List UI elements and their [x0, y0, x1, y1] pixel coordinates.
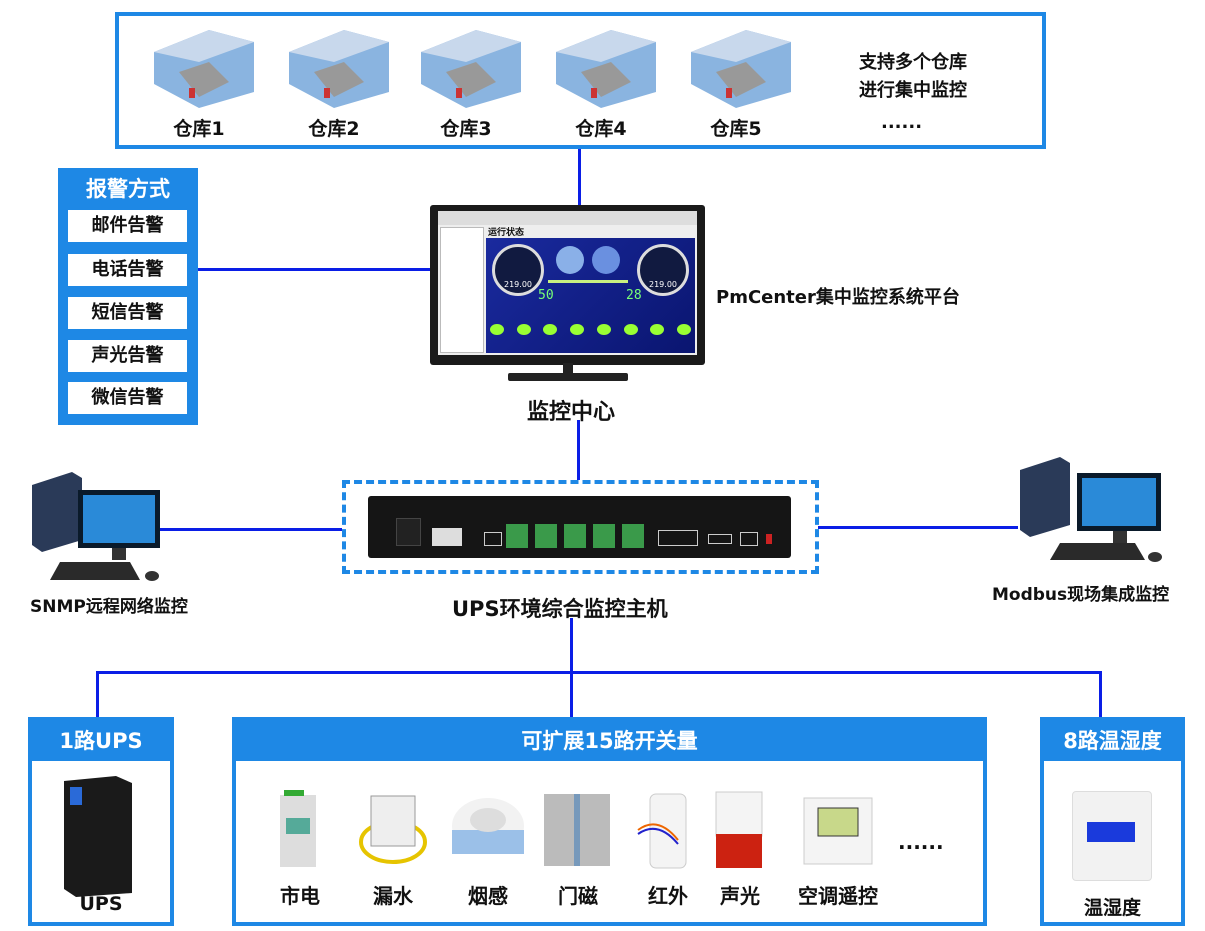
modbus-computer-icon	[1020, 457, 1162, 562]
warehouse-label: 仓库1	[173, 118, 225, 140]
screen-dashboard: 219.00 219.00 50 28	[486, 238, 695, 353]
warehouse-note-1: 支持多个仓库	[859, 52, 967, 73]
alarm-title: 报警方式	[86, 177, 170, 201]
snmp-label: SNMP远程网络监控	[30, 597, 188, 617]
ups-device-icon	[64, 776, 132, 897]
warehouse-image	[284, 22, 394, 112]
screen-title: 运行状态	[488, 228, 525, 238]
temp-humidity-label: 温湿度	[1083, 897, 1141, 919]
warehouse-label: 仓库3	[440, 118, 492, 140]
warehouse-image	[551, 22, 661, 112]
modbus-label: Modbus现场集成监控	[992, 585, 1170, 605]
line-top	[578, 148, 581, 208]
platform-label: PmCenter集中监控系统平台	[716, 287, 960, 308]
alarm-panel: 报警方式 邮件告警 电话告警 短信告警 声光告警 微信告警	[58, 168, 198, 425]
door-magnetic-sensor-icon	[544, 794, 610, 866]
warehouse-label: 仓库2	[308, 118, 360, 140]
snmp-computer-icon	[32, 472, 160, 581]
alarm-wechat: 微信告警	[68, 382, 187, 414]
status-led	[596, 324, 611, 335]
gauge-value-right: 219.00	[649, 280, 677, 289]
monitor-label: 监控中心	[527, 400, 616, 425]
temp-humidity-sensor-icon	[1072, 791, 1152, 881]
monitor-stand	[563, 363, 573, 375]
screen-num-2: 28	[626, 288, 642, 303]
alarm-sound-light: 声光告警	[68, 340, 187, 372]
ups-monitor-host-device	[368, 496, 791, 558]
warehouse-label: 仓库4	[575, 118, 627, 140]
line-drop-th	[1099, 671, 1102, 719]
sound-light-alarm-icon	[715, 791, 763, 868]
line-snmp	[160, 528, 342, 531]
temp-humidity-panel: 8路温湿度 温湿度	[1040, 717, 1185, 926]
switch-item-label: 漏水	[373, 884, 413, 908]
screen-tree	[440, 227, 484, 353]
alarm-email: 邮件告警	[68, 210, 187, 242]
warehouse-label: 仓库5	[710, 118, 762, 140]
switch-item-label: 烟感	[468, 884, 508, 908]
infrared-sensor-icon	[637, 793, 687, 869]
switch-item-label: 声光	[720, 884, 760, 908]
alarm-phone: 电话告警	[68, 254, 187, 286]
status-led	[516, 324, 531, 335]
gauge-value-left: 219.00	[504, 280, 532, 289]
switch-ellipsis: ......	[898, 830, 944, 854]
status-led	[543, 324, 558, 335]
switch-item-label: 空调遥控	[798, 884, 878, 908]
status-led	[676, 324, 691, 335]
line-center-host	[577, 420, 580, 480]
warehouse-image	[149, 22, 259, 112]
warehouse-image	[686, 22, 796, 112]
line-bus	[96, 671, 1102, 674]
alarm-sms: 短信告警	[68, 297, 187, 329]
monitor-base	[508, 373, 628, 381]
ups-panel-title: 1路UPS	[32, 721, 170, 761]
line-drop-ups	[96, 671, 99, 719]
ups-label: UPS	[79, 893, 123, 915]
mains-power-sensor-icon	[280, 790, 316, 867]
host-label: UPS环境综合监控主机	[452, 597, 668, 621]
warehouse-image	[416, 22, 526, 112]
status-led	[623, 324, 638, 335]
screen-num-1: 50	[538, 288, 554, 303]
switch-panel-title: 可扩展15路开关量	[236, 721, 983, 761]
line-alarm	[197, 268, 432, 271]
monitor: 运行状态 219.00 219.00 50 28	[430, 205, 705, 365]
smoke-detector-icon	[452, 798, 524, 854]
screen-toolbar	[438, 211, 697, 225]
temp-humidity-title: 8路温湿度	[1044, 721, 1181, 761]
warehouse-panel: 仓库1 仓库2 仓库3 仓库4 仓库5 支持多个仓库 进行集中监控 ......	[115, 12, 1046, 149]
water-leak-sensor-icon	[359, 795, 427, 864]
line-modbus	[818, 526, 1018, 529]
host-dashed-box	[342, 480, 819, 574]
warehouse-ellipsis: ......	[881, 112, 923, 133]
status-led	[570, 324, 585, 335]
switch-item-label: 门磁	[558, 884, 598, 908]
ac-remote-controller-icon	[803, 797, 873, 865]
switch-item-label: 红外	[648, 884, 688, 908]
status-led	[490, 324, 504, 335]
line-host-bus	[570, 618, 573, 718]
status-led	[650, 324, 665, 335]
warehouse-note-2: 进行集中监控	[859, 80, 967, 101]
ups-panel: 1路UPS UPS	[28, 717, 174, 926]
switch-item-label: 市电	[280, 884, 320, 908]
